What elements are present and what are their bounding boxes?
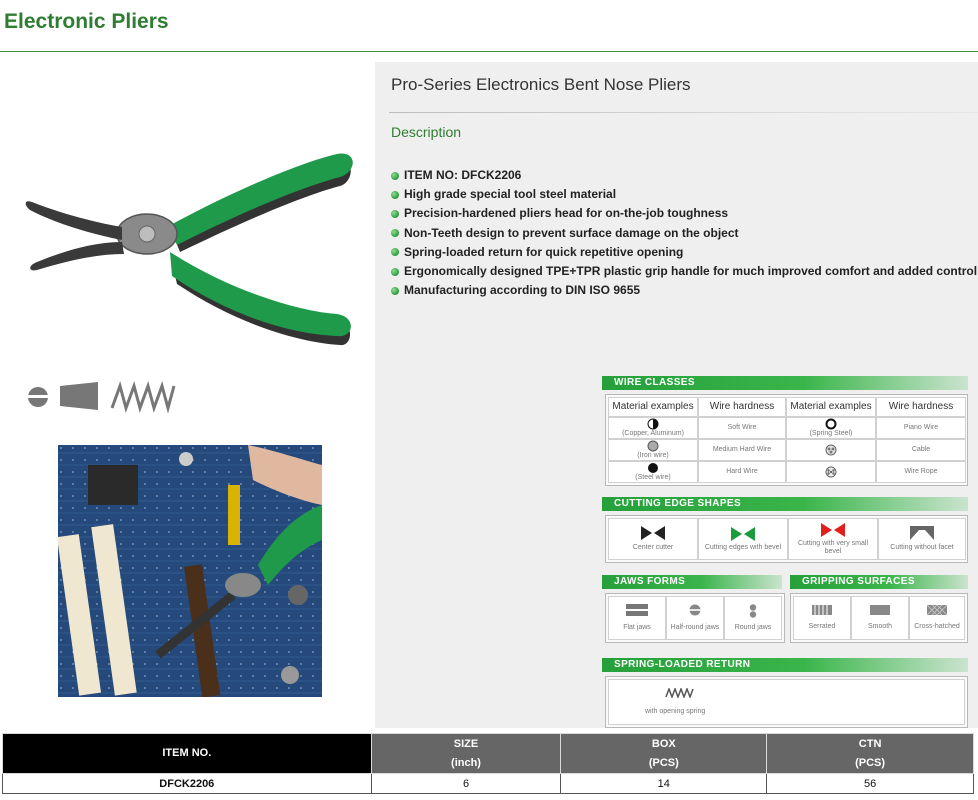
feature-item: ITEM NO: DFCK2206 [391,166,977,185]
bullet-icon [391,248,399,257]
jaws-forms-heading: JAWS FORMS [602,575,782,589]
grip-cell: Smooth [851,596,909,640]
flush-cutter-icon [910,526,934,540]
cell-ctn: 56 [766,773,974,794]
wire-classes-box: Material examples Wire hardness Material… [605,394,968,486]
product-spec-table: ITEM NO. SIZE(inch) BOX(PCS) CTN(PCS) DF… [2,733,974,794]
feature-item: Ergonomically designed TPE+TPR plastic g… [391,262,977,281]
table-row: DFCK2206 6 14 56 [2,773,974,794]
soft-wire-icon [647,418,659,430]
bullet-icon [391,190,399,199]
wire-header-cell: Material examples [786,397,876,417]
page-title: Electronic Pliers [4,10,169,33]
gripping-surfaces-box: Serrated Smooth Cross-hatched [790,593,968,643]
wire-header-cell: Wire hardness [698,397,786,417]
cable-icon [825,444,837,456]
bullet-icon [391,171,399,180]
feature-item: High grade special tool steel material [391,185,977,204]
smooth-icon [870,605,890,615]
feature-item: Non-Teeth design to prevent surface dama… [391,224,977,243]
bevel-cutter-icon [731,526,755,541]
cutting-edge-box: Center cutter Cutting edges with bevel C… [605,515,968,563]
cross-hatched-icon [927,605,947,615]
half-round-jaws-icon [689,604,701,616]
grip-cell: Serrated [793,596,851,640]
product-photo-pliers[interactable] [2,62,371,362]
bullet-icon [391,267,399,276]
product-details-panel: Pro-Series Electronics Bent Nose Pliers … [375,62,978,728]
wire-cell: (Iron wire) [608,439,698,461]
spring-cell: with opening spring [608,679,965,725]
product-name: Pro-Series Electronics Bent Nose Pliers [391,75,691,94]
cutting-edge-cell: Center cutter [608,518,698,560]
spring-return-box: with opening spring [605,676,968,728]
round-jaws-icon [749,604,757,618]
product-images-panel [2,62,371,728]
wire-cell: Wire Rope [876,461,966,483]
wire-cell: (Steel wire) [608,461,698,483]
medium-wire-icon [647,440,659,452]
column-header-box: BOX(PCS) [560,733,768,774]
cell-box: 14 [560,773,768,794]
serrated-icon [812,605,832,615]
feature-item: Manufacturing according to DIN ISO 9655 [391,281,977,300]
flat-jaws-icon [626,604,648,616]
column-header-ctn: CTN(PCS) [766,733,974,774]
wire-cell: Medium Hard Wire [698,439,786,461]
spec-sheet: WIRE CLASSES Material examples Wire hard… [602,373,972,728]
spring-icon [110,381,176,414]
cutting-edge-cell: Cutting edges with bevel [698,518,788,560]
wire-cell: Piano Wire [876,417,966,439]
bullet-icon [391,209,399,218]
jaw-cell: Half-round jaws [666,596,724,640]
wire-header-cell: Material examples [608,397,698,417]
cutting-edge-cell: Cutting without facet [878,518,966,560]
jaws-forms-box: Flat jaws Half-round jaws Round jaws [605,593,785,643]
wire-cell: (Spring Steel) [786,417,876,439]
cutting-edge-heading: CUTTING EDGE SHAPES [602,497,968,511]
gripping-surfaces-heading: GRIPPING SURFACES [790,575,968,589]
column-header-item-no: ITEM NO. [2,733,372,774]
grip-cell: Cross-hatched [909,596,965,640]
bullet-icon [391,229,399,238]
wire-cell: Cable [876,439,966,461]
half-round-jaw-icon [26,387,50,407]
wire-cell [786,461,876,483]
cutting-edge-cell: Cutting with very small bevel [788,518,878,560]
wire-classes-heading: WIRE CLASSES [602,376,968,390]
wire-rope-icon [825,466,837,478]
feature-item: Spring-loaded return for quick repetitiv… [391,243,977,262]
hard-wire-icon [648,463,658,473]
product-usage-photo[interactable] [58,445,322,697]
small-bevel-cutter-icon [821,522,845,537]
center-cutter-icon [641,526,665,540]
product-name-divider [389,112,978,113]
wire-cell: Soft Wire [698,417,786,439]
spring-icon [665,688,694,698]
wire-header-cell: Wire hardness [876,397,966,417]
wire-cell: Hard Wire [698,461,786,483]
feature-list: ITEM NO: DFCK2206 High grade special too… [391,166,977,300]
jaw-type-icons [26,381,176,414]
piano-wire-icon [825,418,837,430]
wire-cell [786,439,876,461]
title-divider [0,51,978,52]
flat-jaw-icon [60,382,98,410]
spring-return-heading: SPRING-LOADED RETURN [602,658,968,672]
cell-item-no: DFCK2206 [2,773,372,794]
feature-item: Precision-hardened pliers head for on-th… [391,204,977,223]
description-heading: Description [391,124,462,140]
wire-cell: (Copper, Aluminum) [608,417,698,439]
cell-size: 6 [370,773,562,794]
jaw-cell: Round jaws [724,596,782,640]
table-header-row: ITEM NO. SIZE(inch) BOX(PCS) CTN(PCS) [2,733,974,774]
column-header-size: SIZE(inch) [370,733,562,774]
bullet-icon [391,286,399,295]
jaw-cell: Flat jaws [608,596,666,640]
